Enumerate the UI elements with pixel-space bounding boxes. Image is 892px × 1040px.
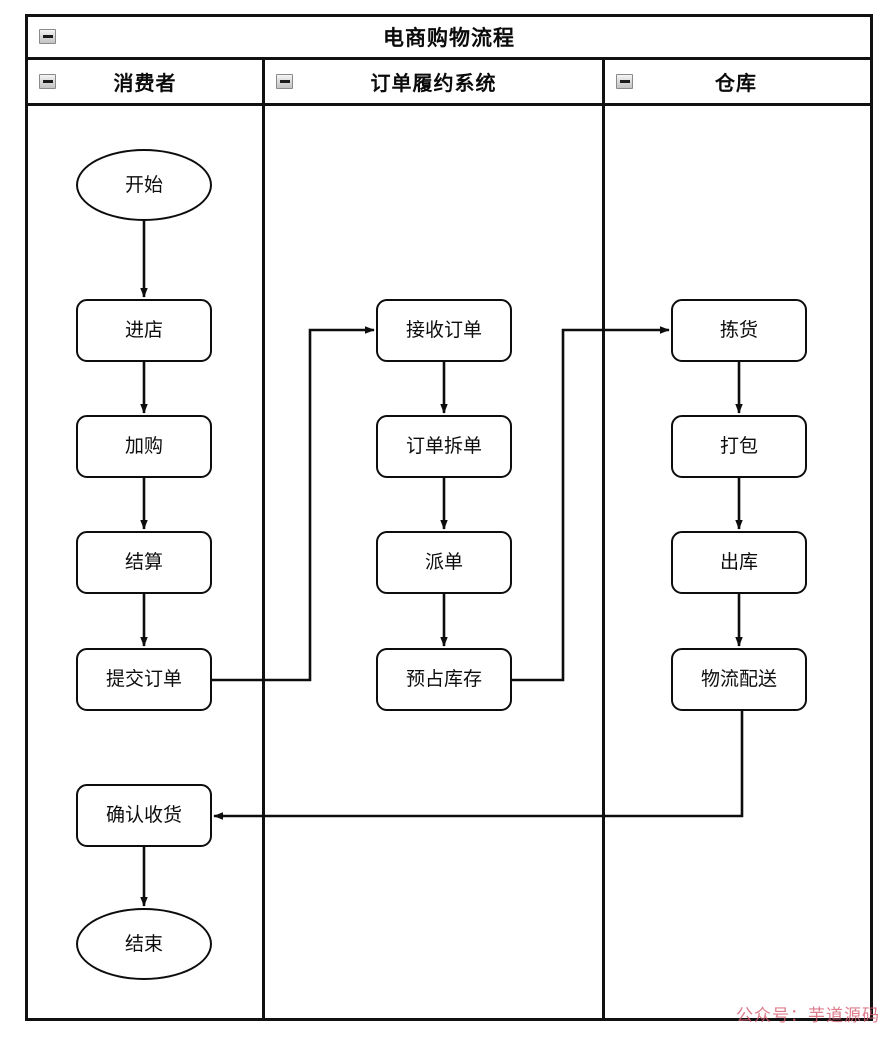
node-label: 接收订单 [405,320,482,341]
node-label: 出库 [719,552,758,573]
node-outbound[interactable]: 出库 [671,531,807,594]
node-label: 打包 [719,436,758,457]
node-label: 订单拆单 [405,436,482,457]
node-reserve-inventory[interactable]: 预占库存 [376,648,512,711]
lane-label-consumer: 消费者 [113,73,177,95]
node-label: 进店 [124,320,163,341]
node-split-order[interactable]: 订单拆单 [376,415,512,478]
node-end[interactable]: 结束 [76,908,212,980]
node-label: 拣货 [719,320,758,341]
page-title: 电商购物流程 [383,27,515,50]
minus-icon-lane-consumer[interactable] [39,74,56,89]
node-confirm-receipt[interactable]: 确认收货 [76,784,212,847]
node-label: 加购 [124,436,163,457]
swimlane-pool: 电商购物流程 消费者 订单履约系统 仓库 [25,14,873,1021]
node-label: 提交订单 [105,669,182,690]
minus-icon-lane-warehouse[interactable] [616,74,633,89]
lane-header-row: 消费者 订单履约系统 仓库 [28,60,870,106]
node-label: 开始 [124,174,163,196]
node-dispatch-order[interactable]: 派单 [376,531,512,594]
minus-icon-pool[interactable] [39,29,56,44]
node-label: 确认收货 [105,805,182,826]
watermark-text: 公众号：芋道源码 [736,1006,880,1025]
lane-label-fulfilment: 订单履约系统 [370,73,497,95]
node-enter-shop[interactable]: 进店 [76,299,212,362]
node-shipping[interactable]: 物流配送 [671,648,807,711]
node-checkout[interactable]: 结算 [76,531,212,594]
node-label: 结算 [124,552,163,573]
node-start[interactable]: 开始 [76,149,212,221]
minus-icon-lane-fulfilment[interactable] [276,74,293,89]
pool-title-row: 电商购物流程 [28,17,870,60]
node-label: 派单 [424,552,463,573]
node-receive-order[interactable]: 接收订单 [376,299,512,362]
node-pick[interactable]: 拣货 [671,299,807,362]
lane-header-warehouse[interactable]: 仓库 [602,60,867,103]
node-submit-order[interactable]: 提交订单 [76,648,212,711]
node-label: 物流配送 [700,669,777,690]
lane-header-consumer[interactable]: 消费者 [28,60,262,103]
node-label: 预占库存 [405,669,482,690]
lane-header-fulfilment[interactable]: 订单履约系统 [262,60,602,103]
node-add-cart[interactable]: 加购 [76,415,212,478]
node-pack[interactable]: 打包 [671,415,807,478]
node-label: 结束 [124,933,163,955]
lane-label-warehouse: 仓库 [715,73,757,95]
